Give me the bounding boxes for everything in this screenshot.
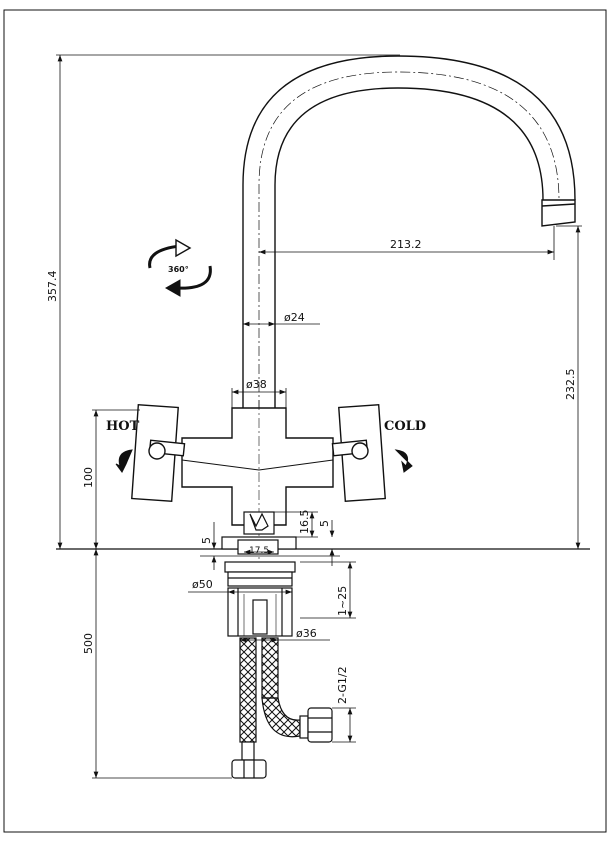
cold-label: COLD <box>384 419 426 434</box>
dim-base-offset: 5 <box>318 520 331 527</box>
dim-spout-outlet-height: 232.5 <box>564 369 577 401</box>
dim-hose-length: 500 <box>82 633 95 654</box>
cold-handle <box>331 403 386 503</box>
dim-hose-thread: 2-G1/2 <box>336 666 349 704</box>
dim-handle-height: 100 <box>82 467 95 488</box>
hose-nut-left <box>231 741 267 779</box>
hot-handle <box>131 403 186 503</box>
hot-label: HOT <box>106 419 140 434</box>
mounting-shank <box>224 561 296 637</box>
braided-hoses <box>239 637 301 743</box>
dim-spout-reach: 213.2 <box>390 238 422 251</box>
dim-base-width: 17.5 <box>249 546 269 556</box>
dim-body-diameter: ø38 <box>246 378 267 391</box>
dim-deck-thickness: 5 <box>200 537 213 544</box>
dimension-lines <box>56 54 582 779</box>
dim-total-height: 357.4 <box>46 271 59 303</box>
dim-shank-diameter: ø50 <box>192 578 213 591</box>
rotation-label: 360° <box>168 265 189 274</box>
cold-arrow-icon <box>394 449 413 473</box>
dim-cartridge-height: 16.5 <box>298 510 311 535</box>
dim-nut-diameter: ø36 <box>296 627 317 640</box>
drawing-frame <box>3 9 607 833</box>
hot-arrow-icon <box>115 449 133 473</box>
hose-nut-right <box>299 707 333 743</box>
spout <box>242 55 576 410</box>
dim-spout-diameter: ø24 <box>284 311 305 324</box>
rotation-360-icon <box>148 238 212 297</box>
dim-deck-range: 1~25 <box>336 586 349 616</box>
spout-aerator <box>541 199 576 227</box>
